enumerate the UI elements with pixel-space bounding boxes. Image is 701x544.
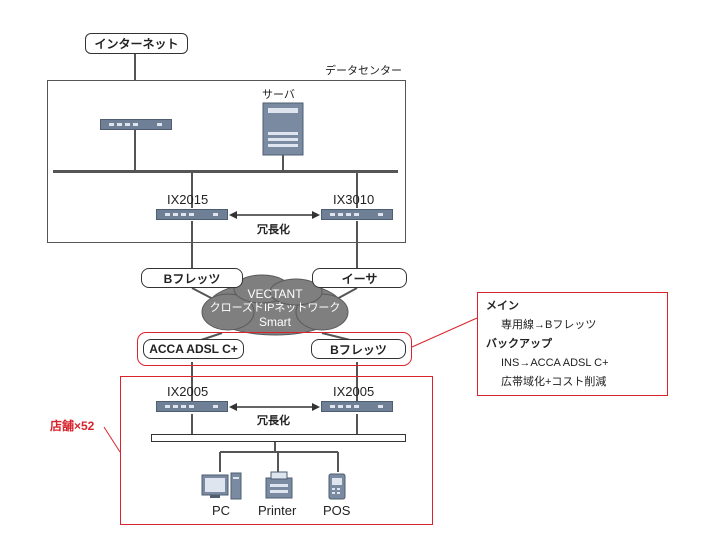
router-shop-right-label: IX2005 xyxy=(333,384,375,399)
acca-label: ACCA ADSL C+ xyxy=(149,342,238,356)
router-shop-left xyxy=(156,401,228,412)
datacenter-label: データセンター xyxy=(325,65,402,77)
callout-main-title: メイン xyxy=(486,300,519,312)
bflets-top-label: Bフレッツ xyxy=(163,271,221,286)
isa-box: イーサ xyxy=(312,268,407,288)
callout-backup-detail1: INS→ACCA ADSL C+ xyxy=(501,357,609,369)
access-line-group xyxy=(137,332,412,366)
acca-box: ACCA ADSL C+ xyxy=(143,339,244,359)
printer-label: Printer xyxy=(258,503,297,518)
bflets-bottom-label: Bフレッツ xyxy=(330,342,387,357)
router-shop-left-label: IX2005 xyxy=(167,384,209,399)
store-box xyxy=(120,376,433,525)
cloud-line2: クローズドIPネットワーク xyxy=(209,302,341,314)
router-ix3010 xyxy=(321,209,393,220)
store-switch-bar xyxy=(151,434,406,442)
printer-icon xyxy=(265,471,293,499)
pos-icon xyxy=(328,473,346,500)
redundancy-top-label: 冗長化 xyxy=(257,224,290,236)
callout-box: メイン 専用線→Bフレッツ バックアップ INS→ACCA ADSL C+ 広帯… xyxy=(477,292,668,396)
router-ix3010-label: IX3010 xyxy=(333,192,375,207)
server-label: サーバ xyxy=(262,89,295,101)
bflets-bottom-box: Bフレッツ xyxy=(311,339,406,359)
cloud-text: VECTANT クローズドIPネットワーク Smart xyxy=(205,287,345,329)
router-ix2015-label: IX2015 xyxy=(167,192,209,207)
datacenter-box xyxy=(47,80,406,243)
redundancy-arrow-top xyxy=(229,211,320,219)
callout-backup-title: バックアップ xyxy=(486,338,552,350)
router-ix2015 xyxy=(156,209,228,220)
pos-label: POS xyxy=(323,503,351,518)
store-label-connector xyxy=(103,426,121,453)
dc-backbone xyxy=(53,170,398,173)
redundancy-arrow-bottom xyxy=(229,403,320,411)
cloud-line1: VECTANT xyxy=(247,287,303,301)
callout-backup-detail2: 広帯域化+コスト削減 xyxy=(501,376,607,388)
callout-main-detail: 専用線→Bフレッツ xyxy=(501,319,597,331)
cloud-line3: Smart xyxy=(258,315,291,329)
server-icon xyxy=(262,102,304,156)
callout-connector xyxy=(411,317,478,348)
router-shop-right xyxy=(321,401,393,412)
dc-switch xyxy=(100,119,172,130)
isa-label: イーサ xyxy=(341,271,378,286)
internet-node: インターネット xyxy=(85,33,188,54)
pc-label: PC xyxy=(212,503,231,518)
redundancy-bottom-label: 冗長化 xyxy=(257,415,290,427)
store-count-label: 店舗×52 xyxy=(50,419,95,433)
pc-icon xyxy=(201,472,242,500)
bflets-top-box: Bフレッツ xyxy=(141,268,243,288)
vectant-cloud xyxy=(201,274,349,336)
internet-label: インターネット xyxy=(94,37,179,51)
